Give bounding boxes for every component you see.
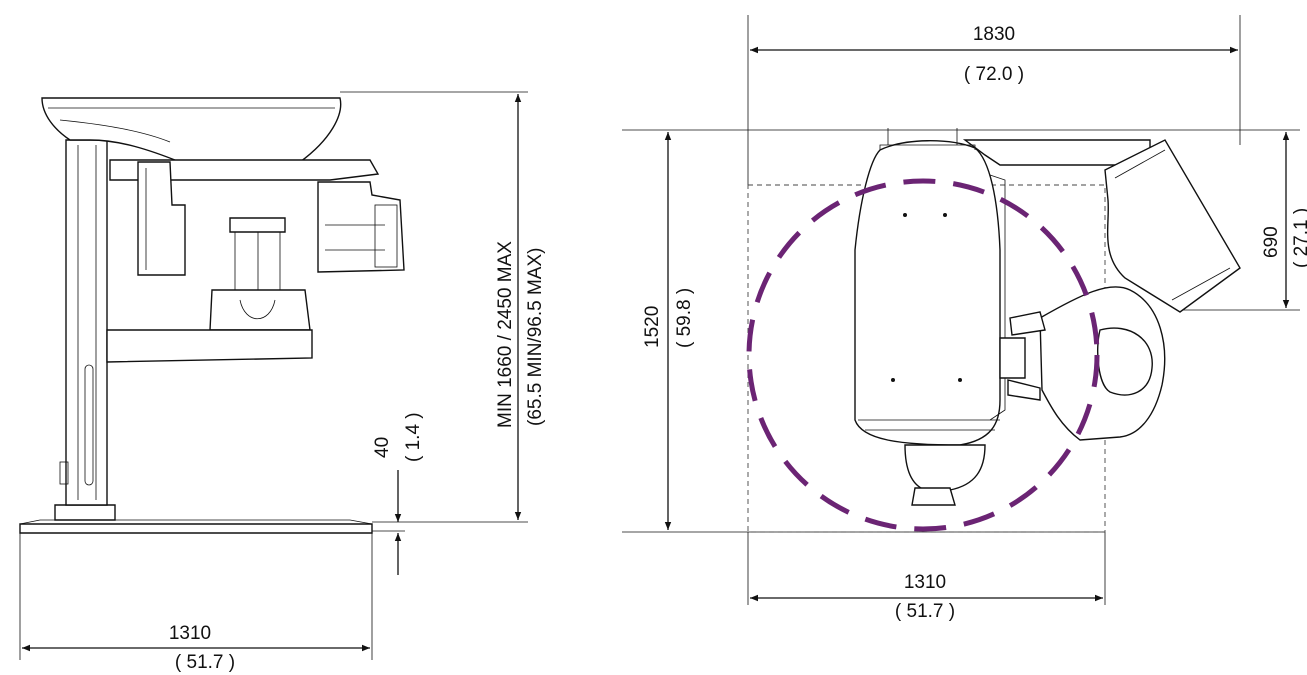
overall-width-label: 1830 <box>973 24 1015 45</box>
top-view: 1830 ( 72.0 ) 1520 ( 59.8 ) 690 ( 27.1 )… <box>622 15 1307 622</box>
footprint-width-imperial: ( 51.7 ) <box>895 601 955 622</box>
base-height-label: 40 <box>372 437 393 458</box>
side-width-imperial: ( 51.7 ) <box>175 652 235 673</box>
clearance-zone-circle <box>746 178 1100 532</box>
height-dimension-imperial: (65.5 MIN/96.5 MAX) <box>525 248 546 426</box>
tube-head-right <box>317 181 405 273</box>
operator-figure-icon <box>999 286 1166 441</box>
head-holder <box>229 217 286 233</box>
main-column <box>65 139 108 506</box>
side-width-label: 1310 <box>169 623 211 644</box>
top-arm <box>962 139 1151 166</box>
arm-depth-label: 690 <box>1261 226 1282 258</box>
depth-label: 1520 <box>642 306 663 348</box>
chin-rest <box>209 289 311 331</box>
column-foot <box>54 504 116 521</box>
tube-head-top-view <box>904 444 986 491</box>
arm-depth-imperial: ( 27.1 ) <box>1291 208 1307 268</box>
handle-tray <box>106 329 313 363</box>
base-plate <box>19 523 373 534</box>
side-view: MIN 1660 / 2450 MAX (65.5 MIN/96.5 MAX) … <box>19 91 546 673</box>
height-dimension-label: MIN 1660 / 2450 MAX <box>495 241 516 428</box>
base-height-imperial: ( 1.4 ) <box>403 412 424 462</box>
sensor-left <box>137 161 186 276</box>
footprint-width-label: 1310 <box>904 572 946 593</box>
rotating-arm <box>109 159 380 181</box>
overall-width-imperial: ( 72.0 ) <box>964 64 1024 85</box>
machine-body <box>854 140 1001 446</box>
front-handle <box>911 487 956 506</box>
depth-imperial: ( 59.8 ) <box>674 288 695 348</box>
sensor-box-top-view <box>1104 139 1241 313</box>
upper-housing <box>41 97 342 163</box>
